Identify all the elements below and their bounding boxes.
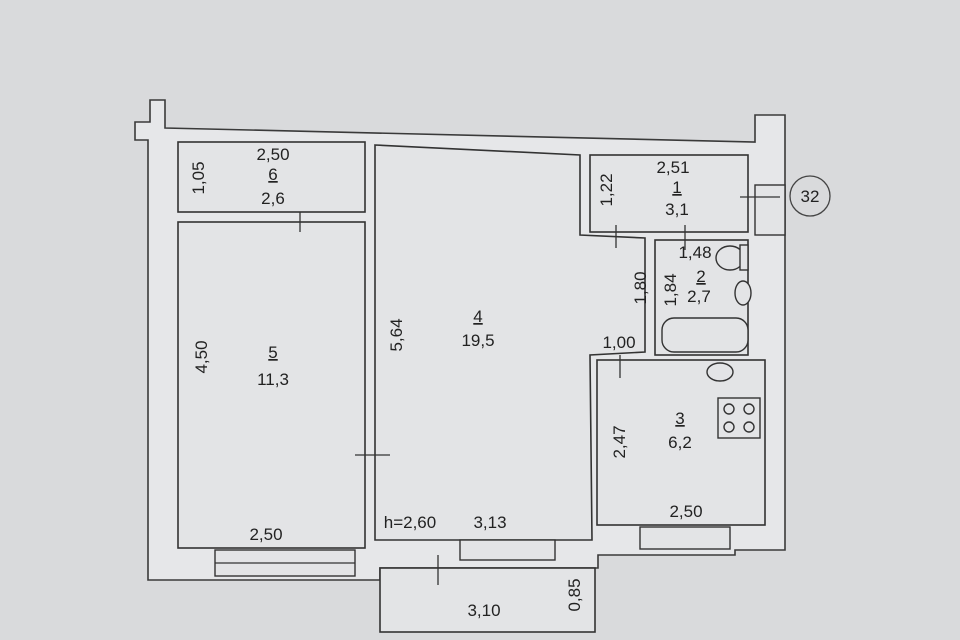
room-6-number: 6 xyxy=(268,165,277,184)
kitchen-sink-icon xyxy=(706,362,734,382)
room-4 xyxy=(374,144,646,541)
room-2-length: 1,84 xyxy=(661,273,680,306)
corridor-length: 1,80 xyxy=(631,271,650,304)
room-1 xyxy=(589,154,749,233)
room-3-area: 6,2 xyxy=(668,433,692,452)
room-5-length: 4,50 xyxy=(192,340,211,373)
room-1-area: 3,1 xyxy=(665,200,689,219)
room-5-number: 5 xyxy=(268,343,277,362)
room-6-width: 2,50 xyxy=(256,145,289,164)
toilet-icon xyxy=(715,244,749,271)
room-1-number: 1 xyxy=(672,178,681,197)
room-3-width: 2,50 xyxy=(669,502,702,521)
balcony-depth: 0,85 xyxy=(565,578,584,611)
bathtub-icon xyxy=(661,317,749,353)
room-3-number: 3 xyxy=(675,409,684,428)
ceiling-height: h=2,60 xyxy=(384,513,436,532)
room-2-width: 1,48 xyxy=(678,243,711,262)
windows xyxy=(214,184,786,577)
room-6-area: 2,6 xyxy=(261,189,285,208)
stove-icon xyxy=(717,397,761,439)
room-4-length: 5,64 xyxy=(387,318,406,351)
room-6-length: 1,05 xyxy=(189,161,208,194)
room-1-length: 1,22 xyxy=(597,173,616,206)
door-marks xyxy=(299,196,780,585)
room-2-number: 2 xyxy=(696,267,705,286)
room-5 xyxy=(177,221,366,549)
corridor-width: 1,00 xyxy=(602,333,635,352)
room-6 xyxy=(177,141,366,213)
room-4-area: 19,5 xyxy=(461,331,494,350)
room-4-number: 4 xyxy=(473,307,482,326)
room-2-area: 2,7 xyxy=(687,287,711,306)
room-3 xyxy=(596,359,766,526)
room-1-width: 2,51 xyxy=(656,158,689,177)
balcony-width: 3,10 xyxy=(467,601,500,620)
sink-icon xyxy=(734,280,752,306)
room-5-width: 2,50 xyxy=(249,525,282,544)
apartment-number-circle xyxy=(789,175,831,217)
room-5-area: 11,3 xyxy=(257,370,289,389)
balcony xyxy=(379,567,596,633)
room-3-length: 2,47 xyxy=(610,425,629,458)
room-4-width: 3,13 xyxy=(473,513,506,532)
apartment-number: 32 xyxy=(801,187,820,206)
